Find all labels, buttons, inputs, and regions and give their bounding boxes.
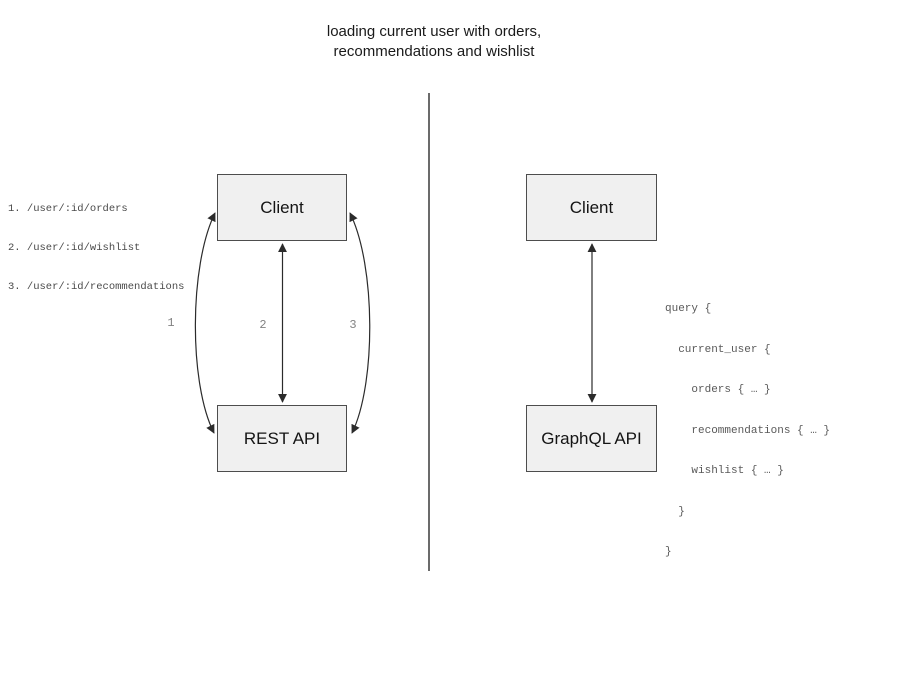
rest-api-box: REST API bbox=[217, 405, 347, 472]
rest-client-box: Client bbox=[217, 174, 347, 241]
divider-line bbox=[428, 93, 430, 571]
query-line-7: } bbox=[665, 546, 672, 558]
title-line-2: recommendations and wishlist bbox=[333, 43, 535, 60]
query-line-5: wishlist { … } bbox=[665, 465, 784, 477]
graphql-query-block: query { current_user { orders { … } reco… bbox=[665, 276, 830, 587]
graphql-api-label: GraphQL API bbox=[541, 428, 642, 448]
graphql-client-label: Client bbox=[569, 197, 614, 217]
endpoint-line-2: 2. /user/:id/wishlist bbox=[8, 242, 141, 254]
query-line-2: current_user { bbox=[665, 343, 771, 356]
title-line-1: loading current user with orders, bbox=[326, 23, 542, 40]
query-line-3: orders { … } bbox=[665, 384, 771, 396]
query-line-6: } bbox=[665, 505, 685, 518]
query-line-1: query { bbox=[665, 303, 712, 315]
rest-client-label: Client bbox=[260, 197, 304, 217]
graphql-client-box: Client bbox=[526, 174, 657, 241]
arrow-number-2: 2 bbox=[259, 318, 267, 332]
endpoint-line-1: 1. /user/:id/orders bbox=[8, 203, 128, 215]
graphql-api-box: GraphQL API bbox=[526, 405, 657, 472]
query-line-4: recommendations { … } bbox=[665, 424, 831, 437]
arrow-number-3: 3 bbox=[349, 318, 357, 332]
diagram-title: loading current user with orders, recomm… bbox=[0, 22, 868, 62]
rest-api-label: REST API bbox=[243, 428, 321, 448]
arrow-number-1: 1 bbox=[167, 316, 175, 330]
endpoint-line-3: 3. /user/:id/recommendations bbox=[8, 281, 185, 293]
rest-endpoints-list: 1. /user/:id/orders 2. /user/:id/wishlis… bbox=[8, 177, 184, 320]
rest-arrow-1-curve bbox=[194, 212, 216, 434]
